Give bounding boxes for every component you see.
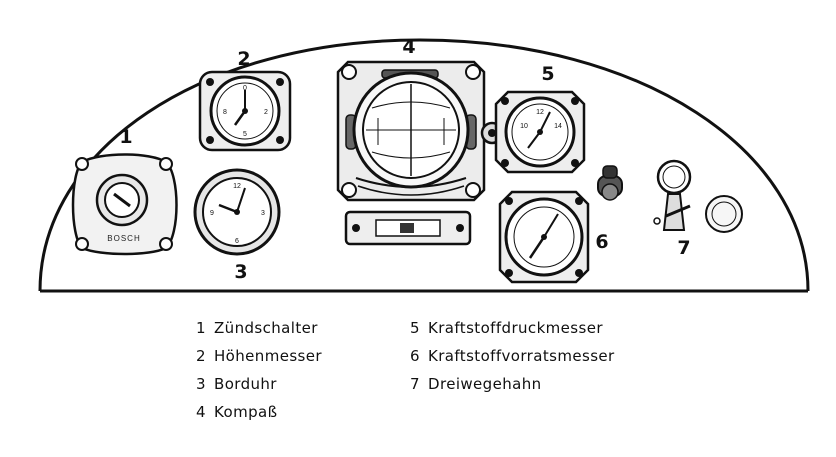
legend-right-column: 5 Kraftstoffdruckmesser 6 Kraftstoffvorrat…: [410, 314, 615, 398]
svg-text:3: 3: [261, 210, 265, 217]
callout-2: 2: [237, 48, 250, 70]
legend-label: Zündschalter: [214, 319, 318, 337]
callout-3: 3: [234, 261, 247, 283]
legend-left-column: 1 Zündschalter 2 Höhenmesser 3 Borduhr 4 Kom…: [196, 314, 322, 426]
svg-text:14: 14: [554, 123, 562, 130]
legend-item: 4 Kompaß: [196, 398, 322, 426]
legend-item: 6 Kraftstoffvorratsmesser: [410, 342, 615, 370]
svg-text:12: 12: [233, 183, 241, 190]
legend-label: Kraftstoffvorratsmesser: [428, 347, 615, 365]
legend-label: Kompaß: [214, 403, 278, 421]
callout-5: 5: [541, 63, 554, 85]
legend-number: 6: [410, 347, 420, 365]
svg-text:0: 0: [243, 85, 247, 92]
callout-4: 4: [402, 36, 415, 58]
legend-number: 7: [410, 375, 420, 393]
callout-7: 7: [677, 237, 690, 259]
legend-number: 1: [196, 319, 206, 337]
svg-text:5: 5: [243, 131, 247, 138]
callout-1: 1: [119, 126, 132, 148]
board-clock: 12 3 6 9: [193, 168, 281, 256]
svg-text:8: 8: [223, 109, 227, 116]
altimeter: 0 2 5 8: [198, 70, 292, 152]
legend-number: 5: [410, 319, 420, 337]
svg-text:6: 6: [235, 238, 239, 245]
brand-label: BOSCH: [107, 234, 140, 243]
fuel-quantity-gauge: [498, 190, 590, 284]
legend-item: 5 Kraftstoffdruckmesser: [410, 314, 615, 342]
legend-number: 2: [196, 347, 206, 365]
compass: [336, 60, 504, 246]
svg-text:10: 10: [520, 123, 528, 130]
fuel-pressure-gauge: 12 14 10: [494, 90, 586, 174]
instrument-panel-diagram: BOSCH 0 2 5 8 12 3 6 9: [38, 36, 810, 293]
legend-label: Höhenmesser: [214, 347, 322, 365]
callout-6: 6: [595, 231, 608, 253]
legend-label: Borduhr: [214, 375, 277, 393]
legend-item: 7 Dreiwegehahn: [410, 370, 615, 398]
svg-text:12: 12: [536, 109, 544, 116]
legend-item: 3 Borduhr: [196, 370, 322, 398]
selector-knob: [597, 165, 623, 201]
legend-item: 1 Zündschalter: [196, 314, 322, 342]
legend-label: Kraftstoffdruckmesser: [428, 319, 603, 337]
legend-item: 2 Höhenmesser: [196, 342, 322, 370]
legend-label: Dreiwegehahn: [428, 375, 542, 393]
svg-text:2: 2: [264, 109, 268, 116]
legend-number: 3: [196, 375, 206, 393]
ignition-switch: BOSCH: [71, 153, 178, 256]
three-way-valve: [653, 159, 743, 233]
legend-number: 4: [196, 403, 206, 421]
svg-text:9: 9: [210, 210, 214, 217]
